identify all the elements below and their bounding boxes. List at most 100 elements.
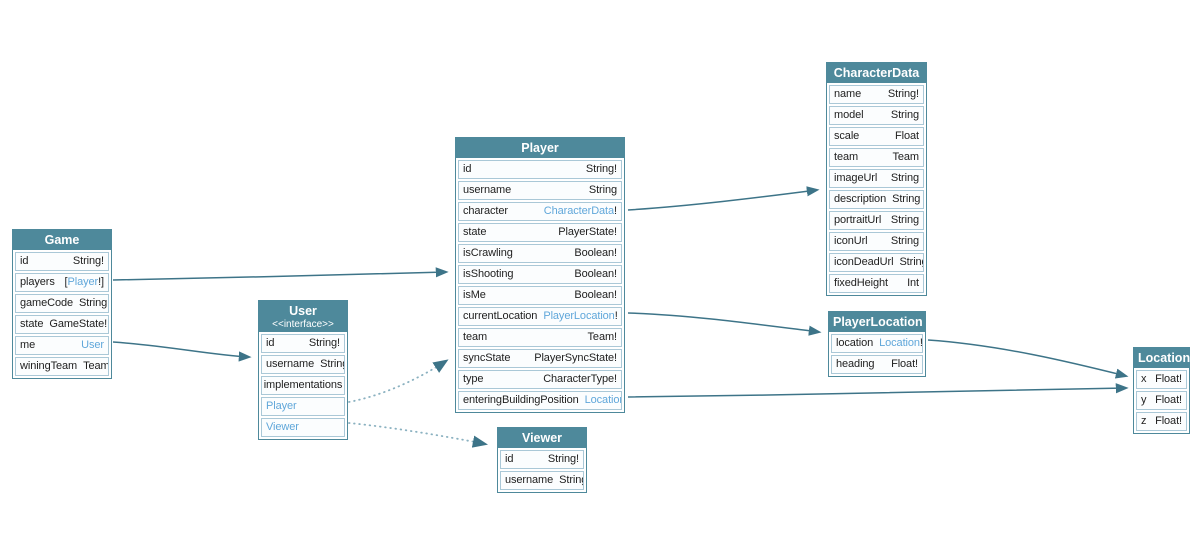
table-header-user[interactable]: User <<interface>> — [259, 301, 347, 332]
field-name: model — [834, 109, 864, 121]
field-row-me[interactable]: me User — [15, 336, 109, 355]
table-header-playerlocation[interactable]: PlayerLocation — [829, 312, 925, 332]
field-name: isShooting — [463, 268, 514, 280]
table-header-game[interactable]: Game — [13, 230, 111, 250]
field-name: team — [834, 151, 859, 163]
field-row-enteringbuildingposition[interactable]: enteringBuildingPosition Location — [458, 391, 622, 410]
field-name: z — [1141, 415, 1147, 427]
field-row-isshooting[interactable]: isShooting Boolean! — [458, 265, 622, 284]
implementation-link-player[interactable]: Player — [261, 397, 345, 416]
field-name: me — [20, 339, 36, 351]
field-name: players — [20, 276, 55, 288]
field-type: Boolean! — [574, 268, 617, 280]
field-row-username[interactable]: username String — [261, 355, 345, 374]
field-name: isCrawling — [463, 247, 513, 259]
field-row-players[interactable]: players[Player!] — [15, 273, 109, 292]
edge-user-player-implementation — [348, 359, 449, 403]
field-name: type — [463, 373, 484, 385]
field-type: User — [81, 338, 104, 353]
field-type: String — [559, 474, 583, 486]
field-type: String! — [887, 88, 919, 100]
field-name: imageUrl — [834, 172, 878, 184]
table-title: Location — [1138, 350, 1191, 365]
field-type: String! — [72, 255, 104, 267]
field-name: team — [463, 331, 488, 343]
table-title: Game — [44, 232, 80, 247]
section-label: implementations — [263, 379, 343, 391]
field-type: Float! — [1155, 373, 1182, 385]
field-name: enteringBuildingPosition — [463, 394, 579, 406]
field-name: currentLocation — [463, 310, 538, 322]
implementations-section-row[interactable]: implementations — [261, 376, 345, 395]
field-row-type[interactable]: type CharacterType! — [458, 370, 622, 389]
field-row-icondeadurl[interactable]: iconDeadUrlString — [829, 253, 924, 272]
field-row-scale[interactable]: scale Float — [829, 127, 924, 146]
field-type: Boolean! — [574, 289, 617, 301]
table-header-player[interactable]: Player — [456, 138, 624, 158]
table-header-characterdata[interactable]: CharacterData — [827, 63, 926, 83]
field-type: Team — [892, 151, 920, 163]
field-type: String — [890, 214, 919, 226]
implementation-link-viewer[interactable]: Viewer — [261, 418, 345, 437]
field-row-y[interactable]: y Float! — [1136, 391, 1187, 410]
field-type: Location — [585, 393, 621, 408]
field-name: scale — [834, 130, 860, 142]
field-type: Float! — [1155, 394, 1182, 406]
field-type: CharacterType! — [543, 373, 617, 385]
type-link-user: User — [81, 339, 104, 351]
table-header-location[interactable]: Location — [1134, 348, 1191, 368]
type-link-characterdata: CharacterData — [543, 205, 615, 217]
field-type: Float — [895, 130, 919, 142]
type-link-playerlocation: PlayerLocation — [543, 310, 615, 322]
field-name: y — [1141, 394, 1147, 406]
field-type: Float! — [891, 358, 918, 370]
field-name: iconUrl — [834, 235, 868, 247]
field-row-isme[interactable]: isMe Boolean! — [458, 286, 622, 305]
field-type: String! — [308, 337, 340, 349]
field-name: username — [266, 358, 315, 370]
field-name: username — [463, 184, 512, 196]
field-type: String — [320, 358, 344, 370]
field-name: syncState — [463, 352, 511, 364]
table-header-viewer[interactable]: Viewer — [498, 428, 586, 448]
field-name: iconDeadUrl — [834, 256, 894, 268]
field-type: String! — [547, 453, 579, 465]
field-name: isMe — [463, 289, 486, 301]
edge-player-character-to-characterdata — [627, 186, 820, 211]
field-row-team[interactable]: team Team — [829, 148, 924, 167]
